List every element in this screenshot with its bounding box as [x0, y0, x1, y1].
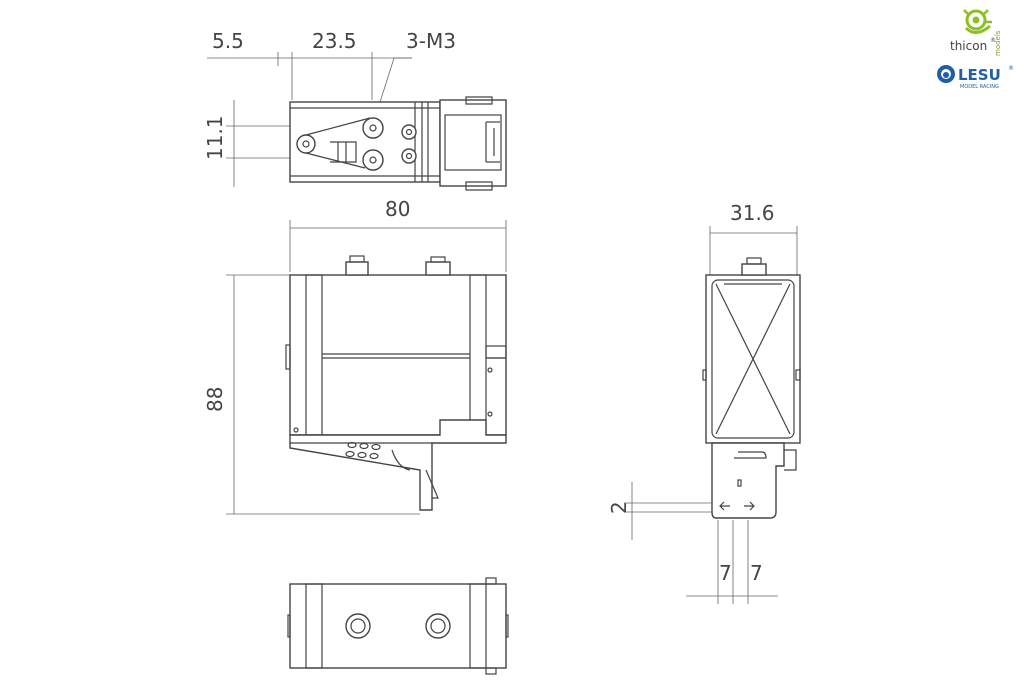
dim-overall-height: 88: [203, 387, 227, 412]
lesu-logo: LESU ® MODEL RACING: [937, 65, 1014, 90]
logos: thicon ® models LESU ® MODEL RACING: [937, 9, 1014, 90]
thread-callout: 3-M3: [406, 29, 456, 53]
dim-overall-width: 80: [385, 197, 410, 221]
thicon-logo: thicon ® models: [950, 9, 1002, 56]
side-view: 31.6 2 7 7: [607, 201, 801, 604]
dim-side-gap: 2: [607, 501, 631, 514]
dim-top-left-offset: 5.5: [212, 29, 244, 53]
front-view: 80 88: [203, 197, 507, 515]
dim-side-spacing-left: 7: [719, 561, 732, 585]
thicon-sub: models: [994, 30, 1002, 56]
bottom-view: [287, 577, 509, 675]
thicon-name: thicon: [950, 39, 987, 53]
dim-side-width: 31.6: [730, 201, 775, 225]
dim-top-mid-offset: 23.5: [312, 29, 357, 53]
lion-head-icon: [937, 65, 955, 83]
lesu-name: LESU: [958, 66, 1001, 84]
top-view: 5.5 23.5 3-M3 11.1: [203, 29, 507, 191]
lesu-registered-mark: ®: [1008, 65, 1014, 72]
thicon-registered-mark: ®: [990, 37, 996, 44]
thicon-gear-icon: [963, 9, 992, 34]
lesu-sub: MODEL RACING: [960, 84, 999, 90]
dim-side-spacing-right: 7: [750, 561, 763, 585]
dim-top-height: 11.1: [203, 115, 227, 160]
